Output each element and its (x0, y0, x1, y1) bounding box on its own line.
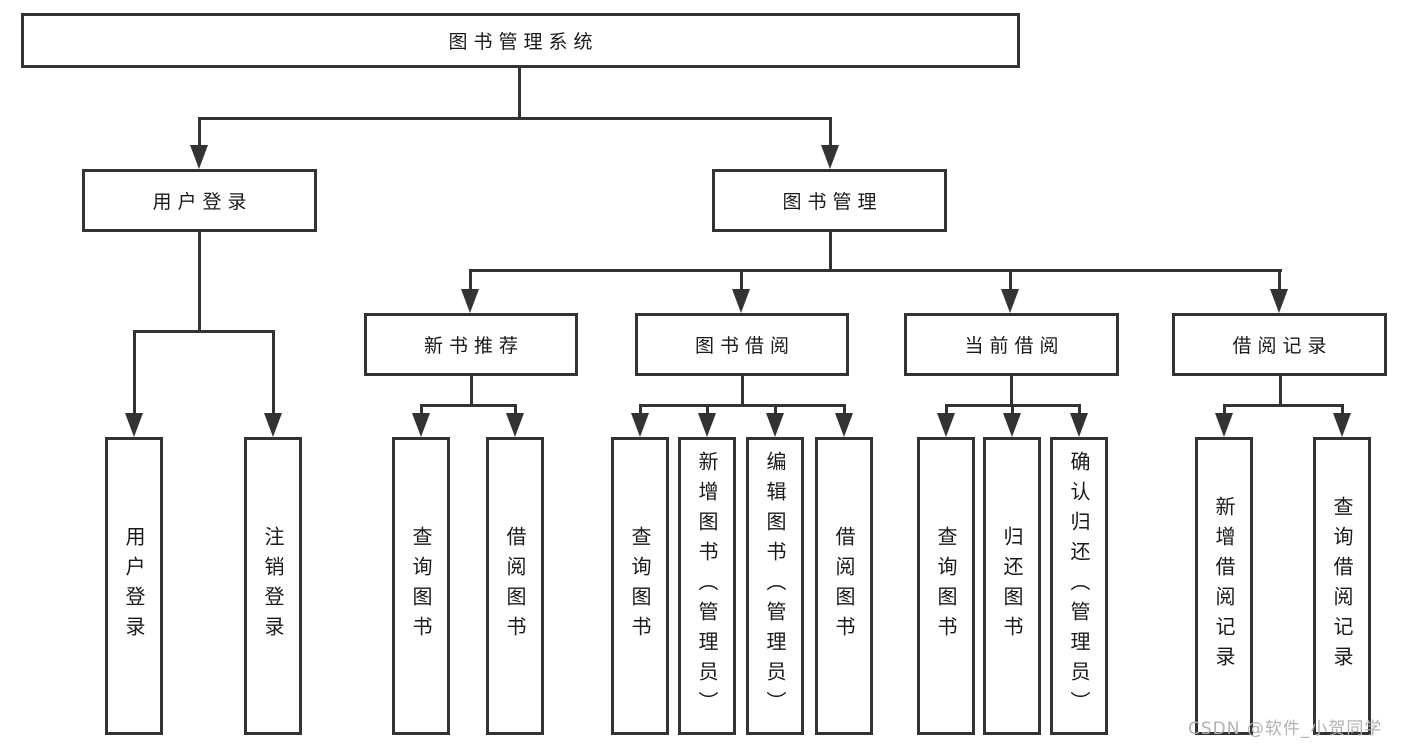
connector-line (470, 376, 473, 406)
connector-line (133, 330, 275, 333)
connector-line (198, 232, 201, 332)
node-book-borrow-label: 图书借阅 (694, 335, 795, 357)
connector-line (1010, 376, 1013, 406)
arrow-down-icon (1333, 413, 1351, 437)
leaf-query-books-recommend-label: 查询图书 (409, 526, 433, 646)
arrow-down-icon (937, 413, 955, 437)
leaf-return-books-label: 归还图书 (1000, 526, 1024, 646)
connector-line (1223, 404, 1344, 407)
connector-line (1009, 269, 1012, 293)
connector-line (639, 404, 642, 418)
arrow-down-icon (821, 145, 839, 169)
connector-line (774, 404, 777, 418)
connector-line (1223, 404, 1226, 418)
leaf-query-books-borrow: 查询图书 (611, 437, 669, 735)
arrow-down-icon (1001, 289, 1019, 313)
leaf-logout: 注销登录 (244, 437, 302, 735)
leaf-confirm-return-admin: 确认归还（管理员） (1050, 437, 1108, 735)
connector-line (1078, 404, 1081, 418)
arrow-down-icon (631, 413, 649, 437)
arrow-down-icon (506, 413, 524, 437)
arrow-down-icon (1270, 289, 1288, 313)
arrow-down-icon (698, 413, 716, 437)
node-user-login-label: 用户登录 (152, 191, 253, 213)
leaf-user-login-label: 用户登录 (122, 526, 146, 646)
leaf-borrow-books: 借阅图书 (815, 437, 873, 735)
leaf-query-borrow-record-label: 查询借阅记录 (1330, 496, 1354, 676)
connector-line (420, 404, 517, 407)
arrow-down-icon (1070, 413, 1088, 437)
node-current-borrow-label: 当前借阅 (964, 335, 1065, 357)
leaf-add-borrow-record-label: 新增借阅记录 (1212, 496, 1236, 676)
leaf-edit-books-admin: 编辑图书（管理员） (746, 437, 804, 735)
connector-line (843, 404, 846, 418)
connector-line (706, 404, 709, 418)
connector-line (1278, 269, 1281, 293)
leaf-borrow-books-recommend-label: 借阅图书 (503, 526, 527, 646)
arrow-down-icon (1215, 413, 1233, 437)
arrow-down-icon (190, 145, 208, 169)
leaf-edit-books-admin-label: 编辑图书（管理员） (763, 451, 787, 721)
arrow-down-icon (125, 413, 143, 437)
leaf-query-books-recommend: 查询图书 (392, 437, 450, 735)
node-root-label: 图书管理系统 (448, 31, 599, 53)
arrow-down-icon (412, 413, 430, 437)
node-borrow-records: 借阅记录 (1172, 313, 1387, 376)
connector-line (829, 117, 832, 151)
leaf-borrow-books-recommend: 借阅图书 (486, 437, 544, 735)
leaf-logout-label: 注销登录 (261, 526, 285, 646)
connector-line (1279, 376, 1282, 406)
node-user-login: 用户登录 (82, 169, 317, 232)
leaf-borrow-books-label: 借阅图书 (832, 526, 856, 646)
connector-line (133, 330, 136, 417)
leaf-user-login: 用户登录 (105, 437, 163, 735)
connector-line (469, 269, 472, 293)
connector-line (1341, 404, 1344, 418)
connector-line (272, 330, 275, 417)
node-new-book-recommend: 新书推荐 (364, 313, 578, 376)
node-borrow-records-label: 借阅记录 (1232, 335, 1333, 357)
leaf-add-books-admin-label: 新增图书（管理员） (695, 451, 719, 721)
leaf-query-books-current-label: 查询图书 (934, 526, 958, 646)
arrow-down-icon (766, 413, 784, 437)
csdn-watermark: CSDN @软件_小贺同学 (1188, 719, 1383, 739)
arrow-down-icon (461, 289, 479, 313)
arrow-down-icon (732, 289, 750, 313)
leaf-confirm-return-admin-label: 确认归还（管理员） (1067, 451, 1091, 721)
leaf-query-books-borrow-label: 查询图书 (628, 526, 652, 646)
connector-line (518, 68, 521, 118)
connector-line (639, 404, 846, 407)
leaf-return-books: 归还图书 (983, 437, 1041, 735)
node-book-borrow: 图书借阅 (635, 313, 849, 376)
connector-line (469, 269, 1282, 272)
arrow-down-icon (835, 413, 853, 437)
node-book-management: 图书管理 (712, 169, 947, 232)
connector-line (514, 404, 517, 418)
arrow-down-icon (1003, 413, 1021, 437)
node-book-management-label: 图书管理 (782, 191, 883, 213)
connector-line (945, 404, 948, 418)
arrow-down-icon (264, 413, 282, 437)
leaf-query-borrow-record: 查询借阅记录 (1313, 437, 1371, 735)
connector-line (420, 404, 423, 418)
leaf-query-books-current: 查询图书 (917, 437, 975, 735)
connector-line (198, 117, 832, 120)
node-new-book-recommend-label: 新书推荐 (423, 335, 524, 357)
node-root: 图书管理系统 (21, 13, 1020, 68)
connector-line (198, 117, 201, 151)
node-current-borrow: 当前借阅 (904, 313, 1119, 376)
leaf-add-books-admin: 新增图书（管理员） (678, 437, 736, 735)
connector-line (1011, 404, 1014, 418)
connector-line (829, 232, 832, 271)
leaf-add-borrow-record: 新增借阅记录 (1195, 437, 1253, 735)
connector-line (740, 269, 743, 293)
connector-line (741, 376, 744, 406)
